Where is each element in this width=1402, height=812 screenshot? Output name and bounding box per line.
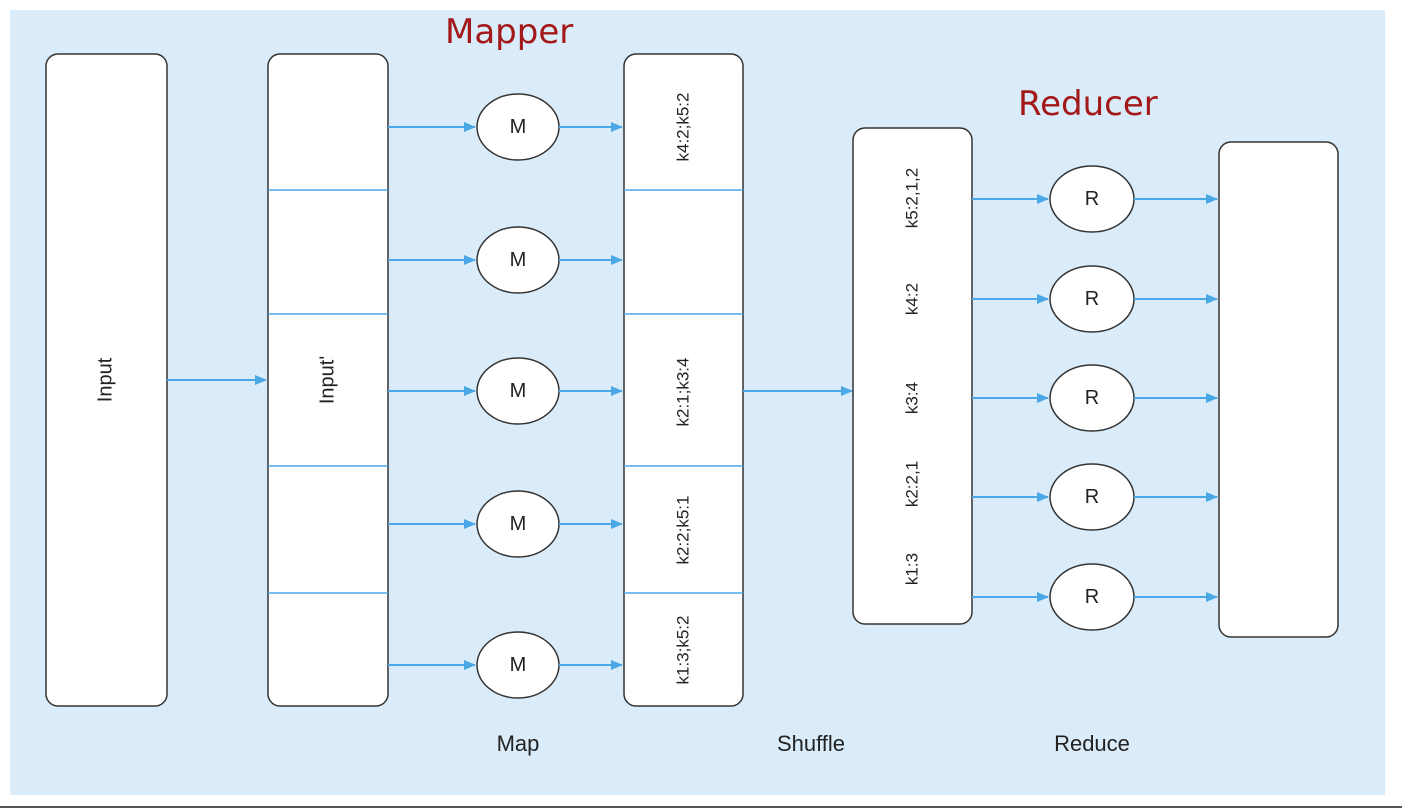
map-output-label: k2:1;k3:4 (674, 358, 693, 427)
mapper-label: M (510, 513, 527, 535)
shuffle-output-label: k5:2,1,2 (903, 168, 922, 229)
reducer-header: Reducer (1018, 84, 1158, 124)
mapper-label: M (510, 654, 527, 676)
reducer-label: R (1085, 288, 1099, 310)
input-label: Input (94, 357, 116, 402)
stage-label-shuffle: Shuffle (776, 731, 846, 756)
map-output-label: k4:2;k5:2 (674, 93, 693, 162)
shuffle-box (852, 127, 973, 625)
mapper-label: M (510, 249, 527, 271)
shuffle-output-label: k1:3 (903, 553, 922, 585)
shuffle-output-label: k2:2,1 (903, 461, 922, 507)
reducer-label: R (1085, 188, 1099, 210)
mapper-label: M (510, 116, 527, 138)
map-output-label: k2:2;k5:1 (674, 496, 693, 565)
reducer-label: R (1085, 387, 1099, 409)
split-label: Input' (316, 356, 338, 404)
reducer-label: R (1085, 486, 1099, 508)
stage-label-map: Map (496, 731, 540, 756)
mapper-label: M (510, 380, 527, 402)
split-box (267, 53, 389, 707)
final-output-box (1218, 141, 1339, 638)
stage-label-reduce: Reduce (1054, 731, 1130, 756)
shuffle-output-label: k4:2 (903, 283, 922, 315)
shuffle-output-label: k3:4 (903, 382, 922, 414)
map-output-box (623, 53, 744, 707)
map-output-label: k1:3;k5:2 (674, 616, 693, 685)
bottom-border (0, 806, 1402, 808)
mapper-header: Mapper (445, 12, 574, 52)
reducer-label: R (1085, 586, 1099, 608)
